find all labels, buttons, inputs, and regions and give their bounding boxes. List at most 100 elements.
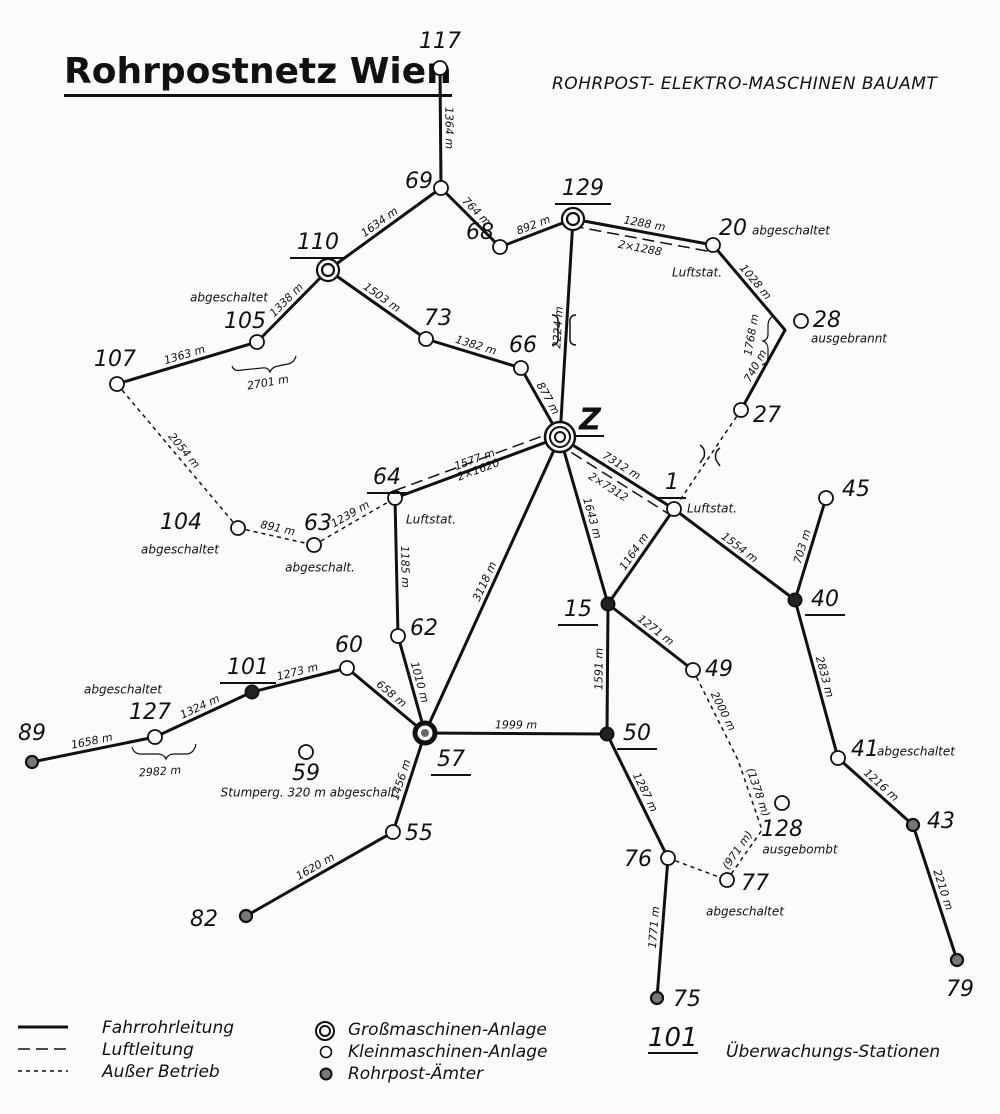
pipe-solid-68-129 [499, 217, 574, 249]
node-label: 82 [190, 907, 218, 932]
klein-station-icon [774, 795, 790, 811]
node-note: Stumperg. 320 m abgeschalt. [221, 786, 400, 800]
klein-station-icon [492, 239, 508, 255]
node-label: 43 [927, 809, 955, 834]
post-office-icon [649, 990, 665, 1006]
node-label: 50 [623, 721, 651, 746]
node-68: 68 [466, 220, 508, 255]
pipe-length-label: 891 m [259, 518, 296, 538]
pipe-solid-101-127 [154, 690, 253, 739]
node-note: abgeschaltet [752, 224, 831, 238]
pipe-solid-117-69 [438, 67, 443, 189]
node-55: 55 [385, 821, 433, 846]
node-note: abgeschaltet [877, 745, 956, 759]
pipe-solid-41-43 [837, 756, 914, 827]
pipe-length-label: 2×1288 [617, 238, 663, 259]
pipe-solid-55-82 [245, 830, 394, 918]
klein-station-icon [793, 313, 809, 329]
gross-symbol-icon [315, 1021, 335, 1041]
pipe-solid-1-40 [673, 507, 796, 602]
klein-station-icon [433, 180, 449, 196]
node-Z: Z [543, 403, 604, 454]
node-label: 59 [292, 761, 320, 786]
pipe-solid-1-15 [606, 508, 676, 605]
node-62: 62 [390, 616, 438, 644]
klein-station-icon [660, 850, 676, 866]
pipe-length-label: 1771 m [646, 906, 662, 949]
klein-station-icon [705, 237, 721, 253]
pipe-solid-62-57 [396, 635, 427, 734]
node-79: 79 [946, 952, 974, 1002]
node-101: 101 [220, 655, 276, 700]
legend-label-out: Außer Betrieb [102, 1062, 220, 1082]
node-label: 64 [373, 465, 401, 490]
node-110: 110 [290, 230, 346, 283]
node-label: 27 [753, 403, 781, 428]
pipe-solid-57-50 [424, 731, 608, 736]
gross-station-inner-icon [565, 211, 581, 227]
pipe-solid-Z-1 [559, 435, 675, 511]
monitoring-station-icon [244, 684, 260, 700]
node-label: 89 [18, 721, 46, 746]
klein-station-icon [666, 501, 682, 517]
line-break-mark-icon [699, 444, 706, 464]
node-label: 20 [719, 216, 747, 241]
line-break-mark-icon [551, 314, 559, 346]
pipe-length-label: (1378 m) [744, 766, 773, 818]
node-129: 129 [555, 176, 611, 232]
pipe-solid-15-49 [607, 602, 694, 672]
legend-label-station: Überwachungs-Stationen [726, 1042, 941, 1062]
brace-b127: 2982 m [131, 743, 197, 780]
node-66: 66 [509, 333, 537, 376]
node-label: 55 [405, 821, 433, 846]
pipe-solid-57-60 [346, 666, 426, 735]
klein-station-icon [306, 537, 322, 553]
legend-station-sample: 101 [648, 1023, 698, 1054]
pipe-solid-20-27 [711, 244, 787, 411]
node-label: 45 [842, 477, 870, 502]
map-title: Rohrpostnetz Wien [64, 52, 452, 97]
pipe-solid-110-73 [327, 268, 427, 341]
legend-line-air [18, 1048, 68, 1050]
pipe-solid-76-75 [655, 857, 670, 999]
post-office-icon [24, 754, 40, 770]
node-40: 40 [787, 587, 845, 616]
map-subtitle: ROHRPOST- ELEKTRO-MASCHINEN BAUAMT [552, 74, 938, 94]
node-label: 28 [813, 308, 841, 333]
node-label: 107 [94, 347, 136, 372]
pipe-solid-73-66 [425, 337, 522, 370]
brace-icon [231, 355, 297, 374]
legend-label-amt: Rohrpost-Ämter [348, 1064, 484, 1084]
node-label: 117 [419, 29, 461, 54]
klein-station-icon [685, 662, 701, 678]
line-break-mark-icon [569, 314, 577, 346]
node-note: abgeschaltet [141, 543, 220, 557]
node-57: 57 [412, 720, 471, 776]
node-label: 79 [946, 977, 974, 1002]
pipe-length-label: 1999 m [495, 718, 537, 731]
post-office-icon [905, 817, 921, 833]
pipe-out-107-104 [116, 383, 239, 529]
klein-station-icon [733, 402, 749, 418]
brace-length-label: 2982 m [138, 764, 181, 780]
node-label: 127 [129, 700, 171, 725]
klein-station-icon [385, 824, 401, 840]
pipe-solid-15-50 [605, 603, 610, 735]
brace-length-label: 2701 m [246, 372, 290, 392]
node-label: 75 [673, 987, 701, 1012]
node-label: 101 [227, 655, 269, 680]
pipe-solid-50-76 [605, 733, 670, 859]
node-label: 63 [304, 511, 332, 536]
node-label: 68 [466, 220, 494, 245]
pipe-out-76-77 [667, 857, 728, 881]
pipe-solid-69-68 [439, 186, 502, 249]
